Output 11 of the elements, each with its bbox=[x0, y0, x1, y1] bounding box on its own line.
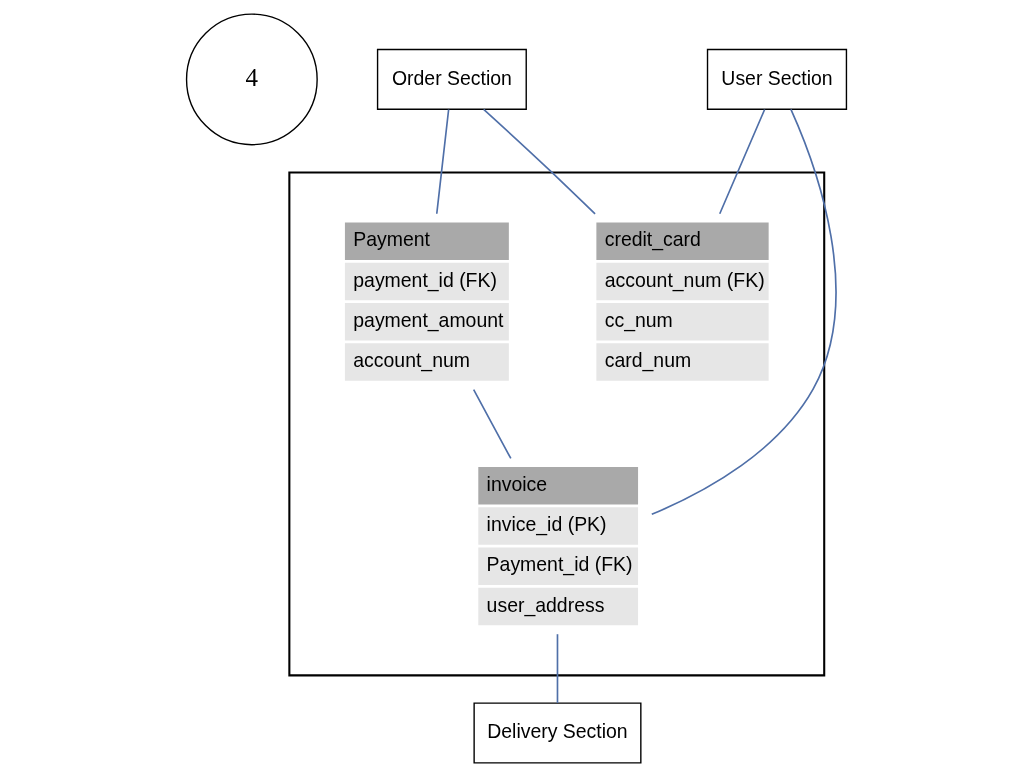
connector bbox=[718, 108, 765, 215]
node-box: User Section bbox=[706, 48, 847, 110]
connector bbox=[435, 108, 449, 215]
node-box: Delivery Section bbox=[472, 702, 642, 764]
cluster bbox=[287, 171, 825, 677]
node-box: Order Section bbox=[376, 48, 527, 110]
connector bbox=[556, 633, 558, 704]
connector bbox=[650, 108, 837, 516]
connector bbox=[482, 108, 596, 215]
connector bbox=[472, 388, 512, 460]
node-circle: 4 bbox=[185, 13, 318, 146]
